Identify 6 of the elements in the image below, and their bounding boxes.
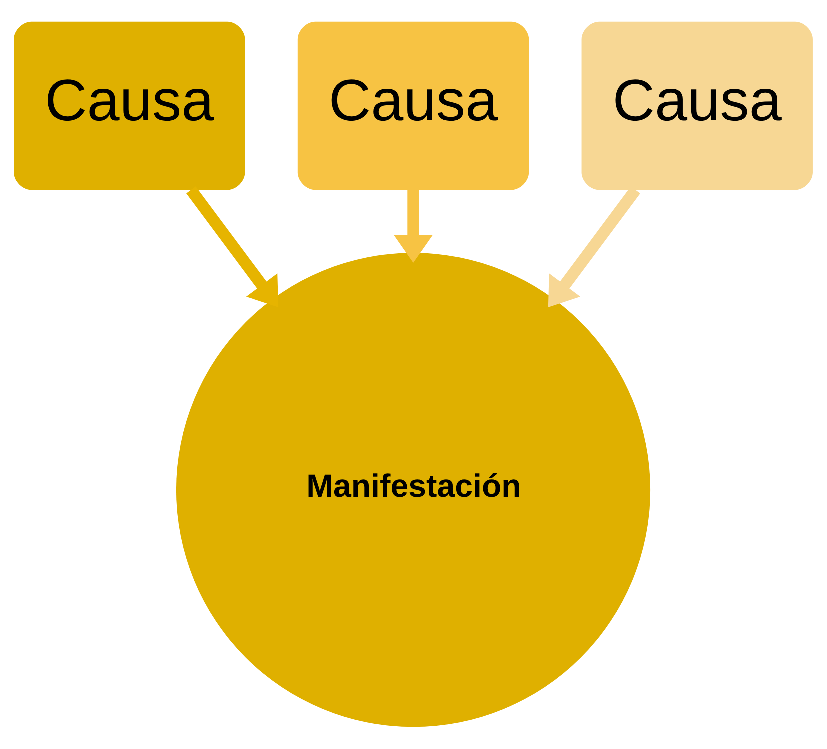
node-box: Causa (14, 22, 246, 190)
node-circle: Manifestación (176, 253, 651, 728)
arrow (186, 186, 279, 308)
node-box: Causa (298, 22, 530, 190)
node-box: Causa (582, 22, 813, 190)
arrow (394, 190, 433, 264)
